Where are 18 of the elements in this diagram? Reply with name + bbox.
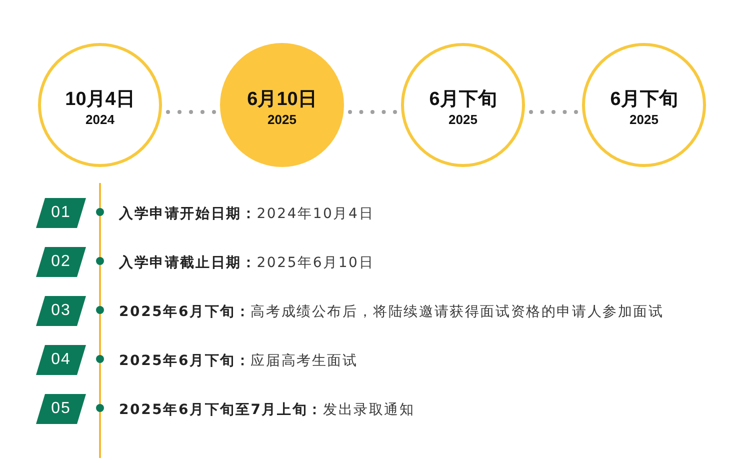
- step-description: 2025年6月下旬：高考成绩公布后，将陆续邀请获得面试资格的申请人参加面试: [119, 303, 664, 321]
- step-number-badge: 02: [36, 247, 86, 277]
- step-description: 入学申请截止日期：2025年6月10日: [119, 254, 374, 272]
- step-number-badge: 05: [36, 394, 86, 424]
- step-number-badge: 01: [36, 198, 86, 228]
- date-text: 10月4日: [65, 88, 135, 112]
- step-description: 2025年6月下旬至7月上旬：发出录取通知: [119, 401, 415, 419]
- date-text: 6月10日: [247, 88, 317, 112]
- step-description: 入学申请开始日期：2024年10月4日: [119, 205, 374, 223]
- step-number-badge: 03: [36, 296, 86, 326]
- step-description: 2025年6月下旬：应届高考生面试: [119, 352, 358, 370]
- date-text: 6月下旬: [610, 88, 678, 112]
- year-text: 2024: [86, 112, 114, 127]
- step-number-badge: 04: [36, 345, 86, 375]
- year-text: 2025: [630, 112, 658, 127]
- date-text: 6月下旬: [429, 88, 497, 112]
- year-text: 2025: [268, 112, 296, 127]
- year-text: 2025: [448, 112, 478, 127]
